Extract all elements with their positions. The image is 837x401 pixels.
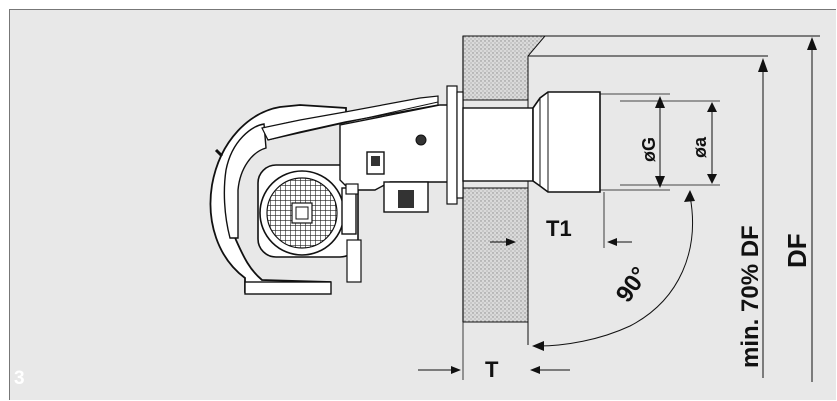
blast-tube — [462, 91, 601, 193]
wall — [462, 35, 820, 380]
figure-number: 3 — [14, 368, 25, 389]
label-chamber-depth: DF — [782, 233, 812, 268]
dim-flame-head — [707, 102, 717, 184]
dim-flame-tube — [655, 96, 665, 188]
burner-body — [209, 95, 459, 295]
mounting-flange — [446, 85, 464, 205]
label-insertion: T1 — [546, 216, 572, 241]
dim-chamber-depth — [807, 37, 817, 382]
label-wall-thickness: T — [485, 357, 499, 382]
label-min-chamber: min. 70% DF — [737, 225, 764, 368]
dim-min-chamber — [758, 58, 768, 378]
label-flame-tube: øG — [639, 137, 659, 162]
extension-lines — [600, 93, 720, 248]
label-flame-head: øa — [690, 136, 710, 158]
angle-arc — [532, 190, 695, 351]
label-angle: 90° — [611, 262, 654, 307]
